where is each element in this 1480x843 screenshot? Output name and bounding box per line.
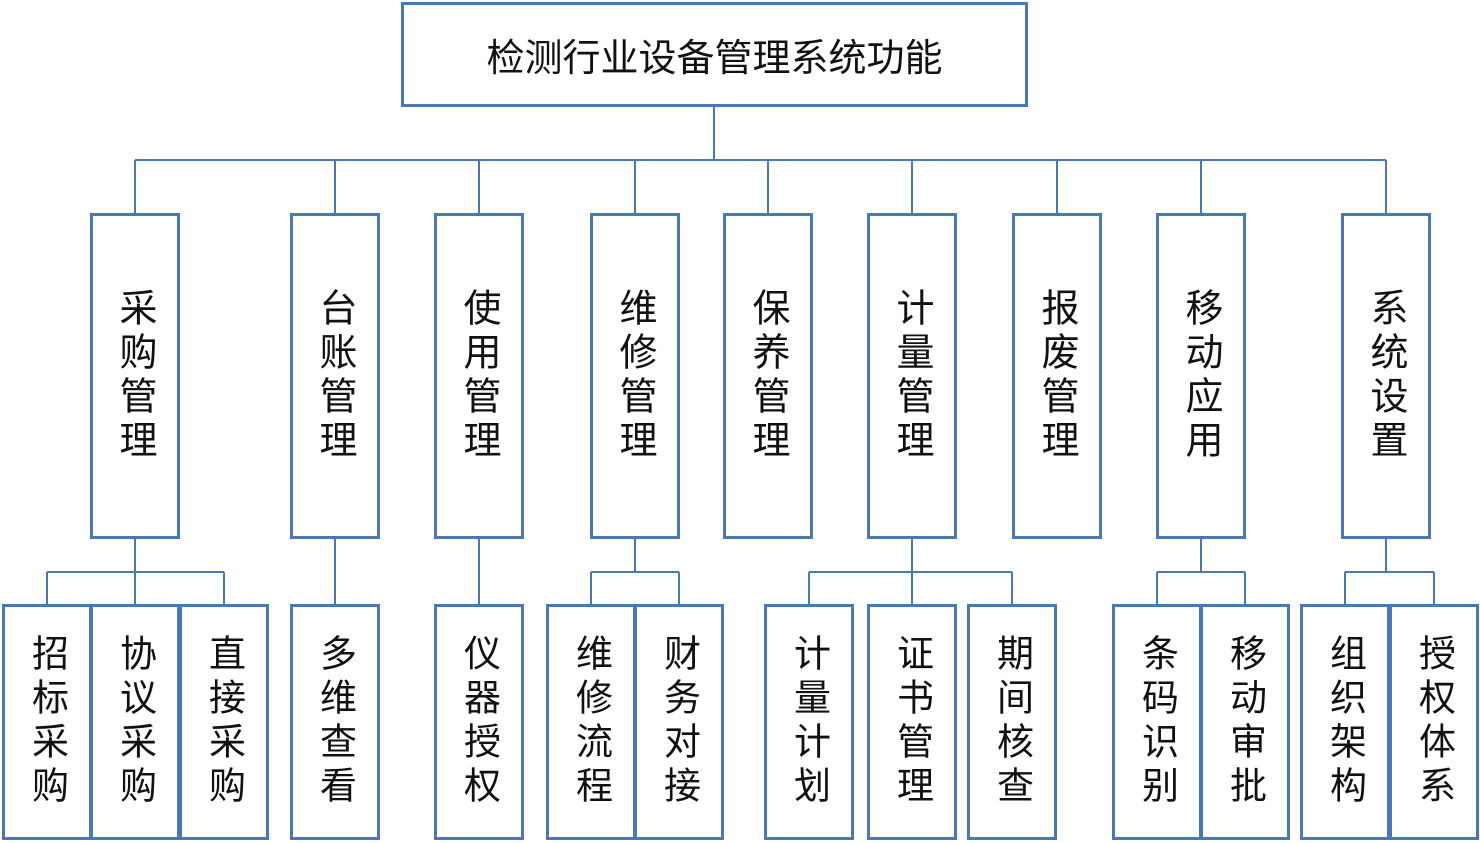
leaf-node: 多维查看 [290, 604, 380, 840]
module-node: 采购管理 [90, 213, 180, 539]
leaf-label: 仪器授权 [457, 634, 501, 810]
leaf-label: 证书管理 [890, 634, 934, 810]
leaf-label: 财务对接 [657, 634, 701, 810]
leaf-node: 条码识别 [1112, 604, 1202, 840]
leaf-node: 财务对接 [634, 604, 724, 840]
leaf-node: 招标采购 [2, 604, 92, 840]
module-label: 维修管理 [613, 288, 657, 464]
leaf-node: 期间核查 [967, 604, 1057, 840]
leaf-node: 维修流程 [546, 604, 636, 840]
leaf-label: 多维查看 [313, 634, 357, 810]
module-node: 使用管理 [434, 213, 524, 539]
module-label: 采购管理 [113, 288, 157, 464]
leaf-label: 直接采购 [202, 634, 246, 810]
module-node: 系统设置 [1341, 213, 1431, 539]
leaf-label: 期间核查 [990, 634, 1034, 810]
leaf-node: 计量计划 [764, 604, 854, 840]
module-label: 计量管理 [890, 288, 934, 464]
leaf-node: 授权体系 [1389, 604, 1479, 840]
leaf-node: 仪器授权 [434, 604, 524, 840]
leaf-label: 条码识别 [1135, 634, 1179, 810]
module-node: 报废管理 [1012, 213, 1102, 539]
module-node: 计量管理 [867, 213, 957, 539]
leaf-label: 协议采购 [113, 634, 157, 810]
module-label: 使用管理 [457, 288, 501, 464]
leaf-node: 证书管理 [867, 604, 957, 840]
module-node: 台账管理 [290, 213, 380, 539]
leaf-node: 组织架构 [1300, 604, 1390, 840]
module-node: 维修管理 [590, 213, 680, 539]
module-label: 保养管理 [746, 288, 790, 464]
module-label: 台账管理 [313, 288, 357, 464]
leaf-label: 计量计划 [787, 634, 831, 810]
leaf-label: 维修流程 [569, 634, 613, 810]
leaf-node: 协议采购 [90, 604, 180, 840]
leaf-label: 组织架构 [1323, 634, 1367, 810]
module-label: 系统设置 [1364, 288, 1408, 464]
root-node: 检测行业设备管理系统功能 [401, 2, 1028, 107]
module-node: 移动应用 [1156, 213, 1246, 539]
leaf-label: 移动审批 [1223, 634, 1267, 810]
leaf-label: 授权体系 [1412, 634, 1456, 810]
leaf-node: 移动审批 [1200, 604, 1290, 840]
leaf-node: 直接采购 [179, 604, 269, 840]
module-label: 报废管理 [1035, 288, 1079, 464]
leaf-label: 招标采购 [25, 634, 69, 810]
module-label: 移动应用 [1179, 288, 1223, 464]
root-label: 检测行业设备管理系统功能 [486, 36, 943, 80]
module-node: 保养管理 [723, 213, 813, 539]
